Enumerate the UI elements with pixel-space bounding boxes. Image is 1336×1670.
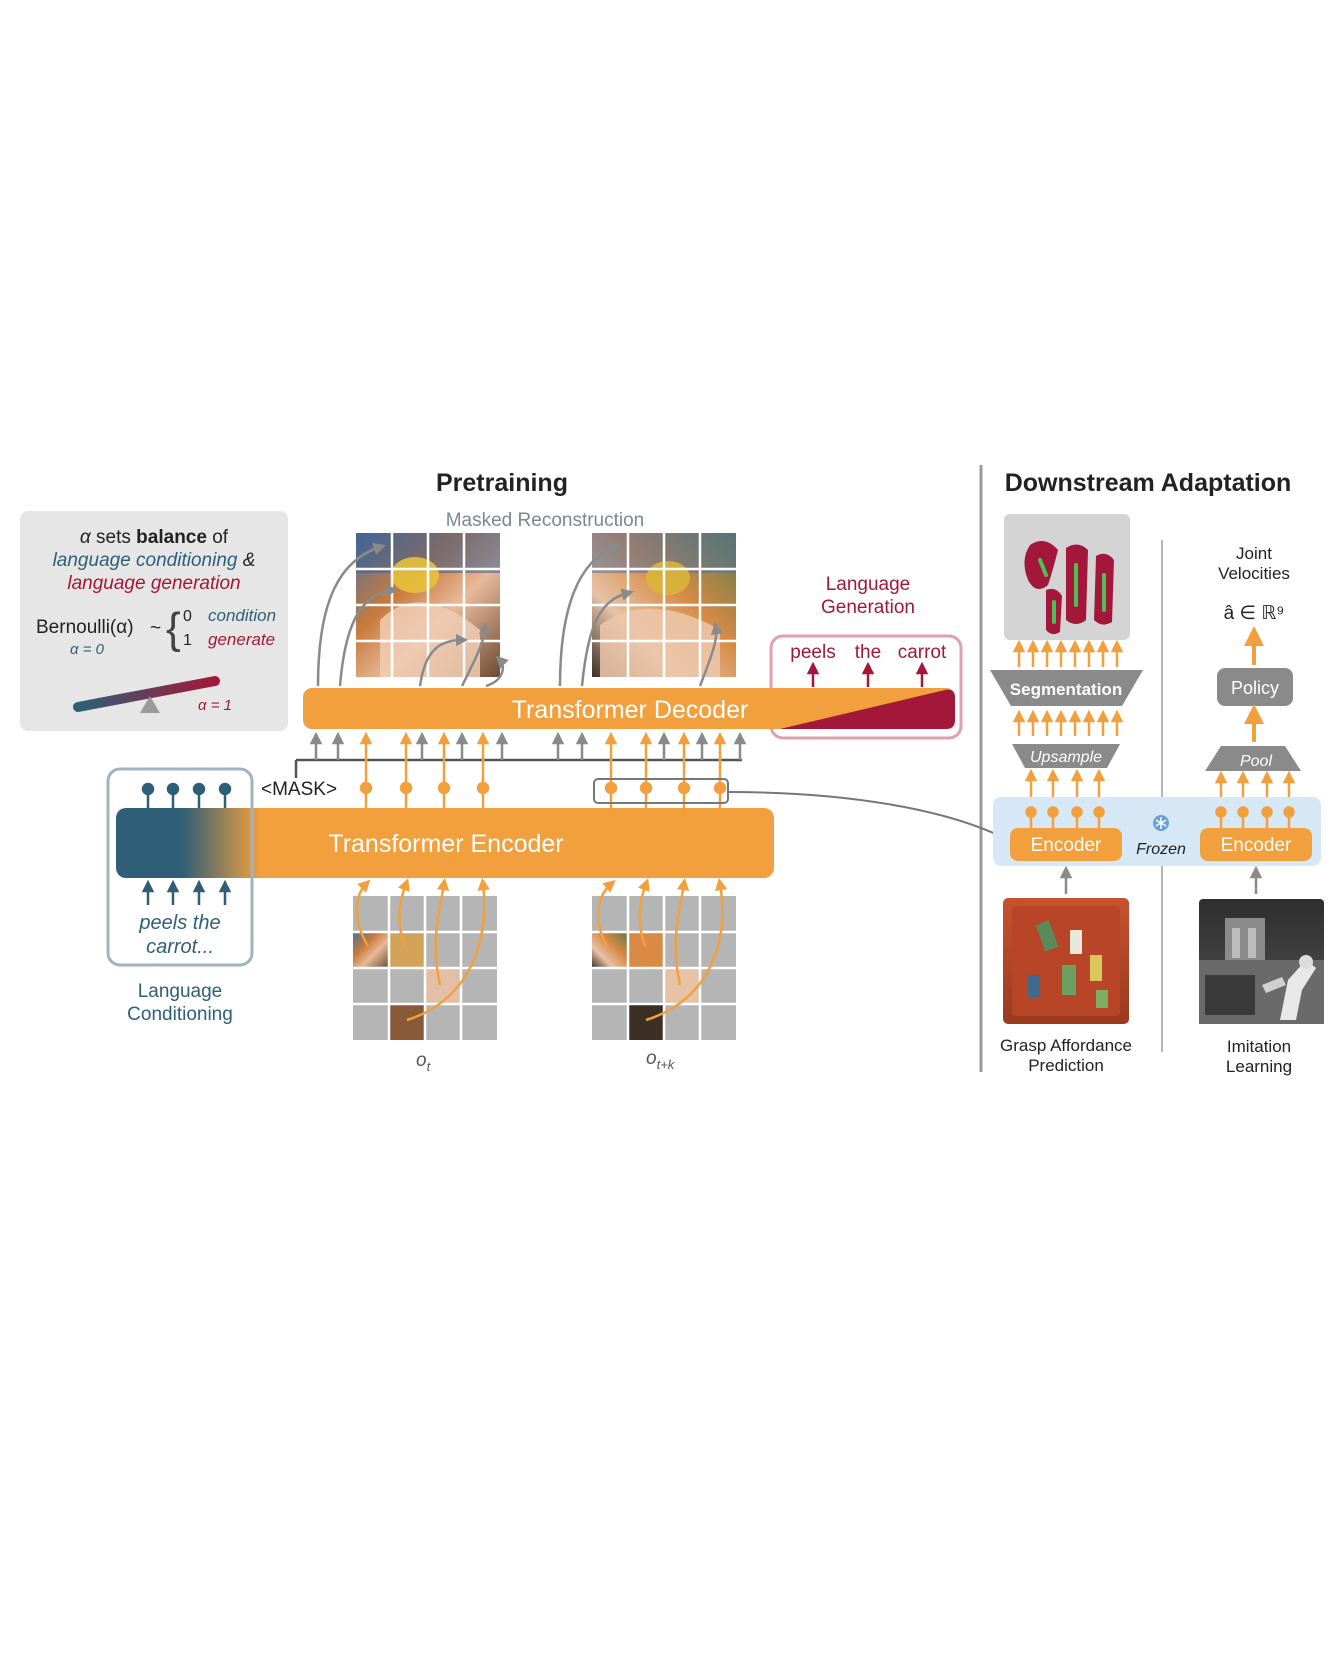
- transformer-encoder: Transformer Encoder: [116, 808, 774, 878]
- action-space-label: â ∈ ℝ⁹: [1224, 603, 1285, 624]
- alpha1-label: α = 1: [198, 697, 232, 714]
- generated-tokens: peels the carrot: [790, 642, 947, 687]
- balance-lever: [73, 676, 220, 712]
- patch-input-arcs: [355, 877, 728, 1022]
- language-generation-title-1: Language: [826, 574, 911, 595]
- imitation-encoder-to-pool-arrows: [1214, 770, 1296, 797]
- alpha-line1: α sets balance of: [80, 527, 229, 548]
- decoder-label: Transformer Decoder: [512, 696, 749, 724]
- upsample-block: Upsample: [1012, 744, 1120, 768]
- conditioning-text-2: carrot...: [146, 936, 214, 958]
- grasp-encoder: Encoder: [1010, 828, 1122, 861]
- bernoulli-label: Bernoulli(α): [36, 617, 134, 638]
- language-conditioning-block: peels the carrot... Language Conditionin…: [106, 767, 254, 1025]
- reconstructed-frame-tk: [592, 533, 736, 677]
- imitation-encoder-label: Encoder: [1221, 835, 1292, 856]
- downstream-heading: Downstream Adaptation: [1005, 469, 1292, 497]
- grasp-scene-image: [1003, 898, 1129, 1024]
- generated-token-1: the: [855, 642, 881, 663]
- case0-label: condition: [208, 606, 276, 625]
- upsample-output-arrows: [1012, 709, 1124, 736]
- grasp-encoder-label: Encoder: [1031, 835, 1102, 856]
- grasp-encoder-to-upsample-arrows: [1024, 768, 1106, 797]
- frame-label-t: ot: [416, 1050, 432, 1074]
- reconstructed-frame-t: [356, 533, 500, 677]
- case0-value: 0: [183, 608, 192, 625]
- case-brace: {: [166, 604, 181, 653]
- grasp-title-1: Grasp Affordance: [1000, 1036, 1132, 1055]
- tilde-symbol: ~: [150, 618, 161, 639]
- transformer-decoder: Transformer Decoder: [303, 688, 955, 729]
- case1-label: generate: [208, 630, 275, 649]
- conditioning-title-2: Conditioning: [127, 1004, 233, 1025]
- segmentation-head: Segmentation: [990, 670, 1143, 706]
- frozen-label: Frozen: [1136, 841, 1186, 858]
- pretraining-heading: Pretraining: [436, 469, 568, 497]
- segmentation-label: Segmentation: [1010, 680, 1122, 699]
- imitation-encoder: Encoder: [1200, 828, 1312, 861]
- encoder-output-pins: [359, 778, 1013, 843]
- generated-token-0: peels: [790, 642, 835, 663]
- alpha-line2: language conditioning &: [53, 550, 256, 571]
- alpha-line3: language generation: [67, 573, 240, 594]
- policy-label: Policy: [1231, 678, 1279, 698]
- language-generation-title-2: Generation: [821, 597, 915, 618]
- masked-frame-t: ot: [353, 896, 497, 1074]
- joint-velocities-2: Velocities: [1218, 564, 1290, 583]
- mask-token-label: <MASK>: [261, 779, 337, 800]
- pool-label: Pool: [1240, 753, 1272, 770]
- grasp-encoder-pins: [1025, 806, 1105, 828]
- alpha0-label: α = 0: [70, 641, 105, 658]
- imitation-title-1: Imitation: [1227, 1037, 1291, 1056]
- reconstruction-arcs: [316, 542, 724, 688]
- frozen-snowflake-icon: [1153, 815, 1169, 831]
- grasp-title-2: Prediction: [1028, 1056, 1104, 1075]
- balance-fulcrum: [140, 696, 160, 713]
- generated-token-2: carrot: [898, 642, 947, 663]
- masked-reconstruction-heading: Masked Reconstruction: [446, 510, 645, 531]
- masked-frame-tk: ot+k: [592, 896, 736, 1072]
- imitation-encoder-pins: [1215, 806, 1295, 828]
- imitation-title-2: Learning: [1226, 1057, 1292, 1076]
- language-generation-box: [769, 634, 963, 740]
- robot-scene-image: [1199, 899, 1324, 1024]
- upsample-label: Upsample: [1030, 749, 1102, 766]
- case1-value: 1: [183, 632, 192, 649]
- decoder-input-arrows: [294, 731, 747, 784]
- conditioning-text-1: peels the: [138, 912, 220, 934]
- alpha-balance-box: α sets balance of language conditioning …: [20, 511, 288, 731]
- segmentation-output-image: [1004, 514, 1130, 640]
- frame-label-tk: ot+k: [646, 1048, 676, 1072]
- joint-velocities-1: Joint: [1236, 544, 1272, 563]
- conditioning-title-1: Language: [138, 981, 223, 1002]
- segmentation-output-arrows: [1012, 639, 1124, 667]
- pool-block: Pool: [1205, 746, 1301, 771]
- encoder-label: Transformer Encoder: [328, 830, 563, 858]
- policy-block: Policy: [1217, 668, 1293, 706]
